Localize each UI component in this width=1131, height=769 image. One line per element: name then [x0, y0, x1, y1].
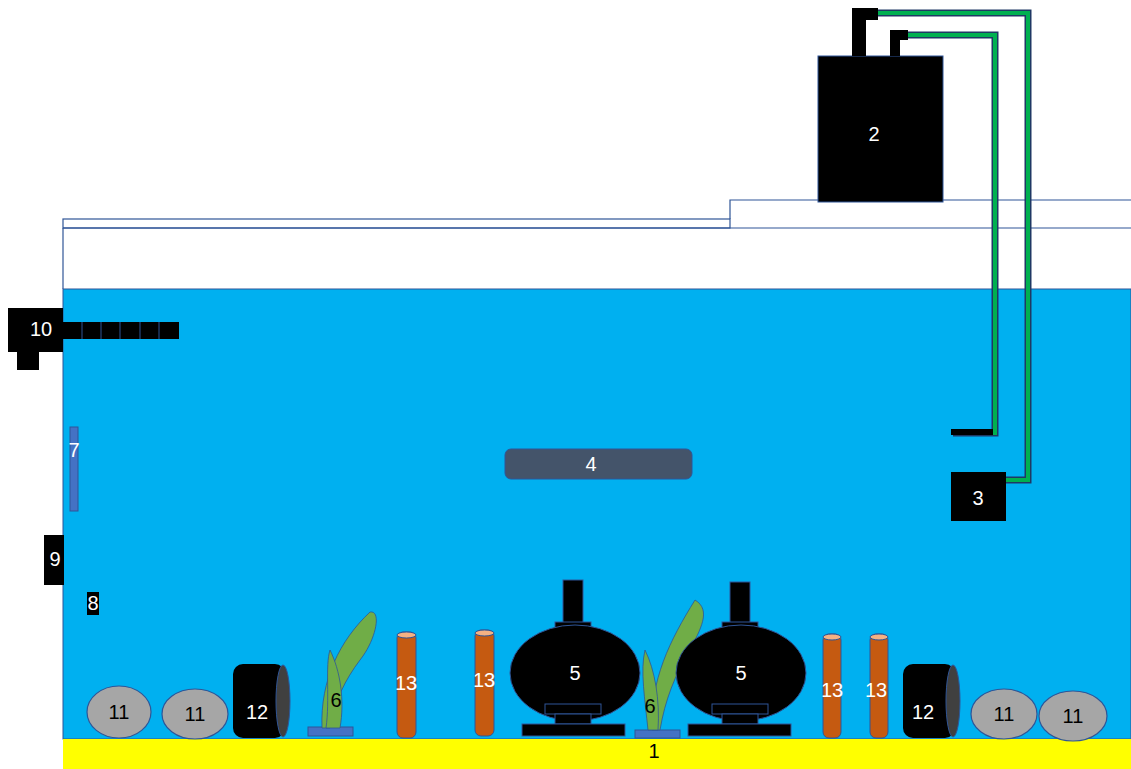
callout-number: 7 [68, 440, 79, 460]
plants [308, 600, 704, 738]
callout-number: 8 [87, 593, 98, 613]
callout-number: 5 [569, 663, 580, 683]
callout-number: 13 [473, 670, 495, 690]
callout-number: 10 [30, 319, 52, 339]
callout-number: 11 [994, 704, 1015, 724]
callout-number: 11 [1063, 706, 1084, 726]
callout-number: 3 [972, 488, 983, 508]
callout-number: 12 [912, 702, 934, 722]
filter-intake [951, 472, 1006, 521]
callout-number: 5 [735, 663, 746, 683]
callout-number: 13 [821, 680, 843, 700]
callout-number: 11 [109, 702, 130, 722]
callout-number: 4 [585, 454, 596, 474]
callout-number: 12 [246, 702, 268, 722]
sensor [44, 535, 64, 585]
callout-number: 13 [865, 680, 887, 700]
callout-number: 13 [395, 673, 417, 693]
pumps [510, 580, 806, 736]
filter-outlet [951, 429, 993, 435]
heater [505, 449, 692, 479]
callout-number: 1 [648, 741, 659, 761]
callout-number: 11 [185, 704, 206, 724]
substrate [63, 739, 1131, 769]
decor-tubes [397, 630, 888, 738]
callout-number: 9 [49, 549, 60, 569]
tank-lid [63, 200, 1131, 289]
canister-filter [818, 8, 943, 202]
callout-number: 6 [330, 690, 341, 710]
callout-number: 2 [868, 124, 879, 144]
callout-number: 6 [644, 696, 655, 716]
hang-on-device [8, 308, 179, 370]
water [63, 289, 1131, 739]
small-device [87, 592, 99, 615]
